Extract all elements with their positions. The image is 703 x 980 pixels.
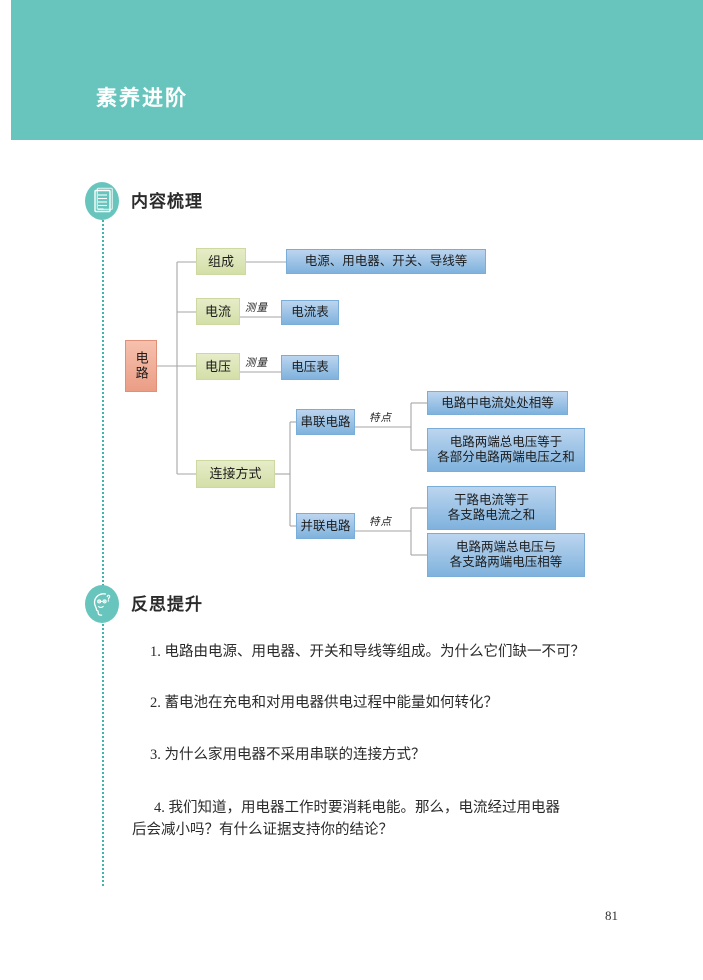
mindmap-leaf-composition: 电源、用电器、开关、导线等 bbox=[286, 249, 486, 274]
mindmap-leaf-label: 电源、用电器、开关、导线等 bbox=[304, 254, 468, 269]
thinking-head-icon bbox=[85, 585, 119, 623]
mindmap-node-parallel-circuit: 并联电路 bbox=[296, 513, 355, 539]
mindmap-leaf-label-line2: 各支路电流之和 bbox=[447, 508, 536, 522]
mindmap-leaf-label-line2: 各部分电路两端电压之和 bbox=[437, 450, 575, 464]
question-text: 蓄电池在充电和对用电器供电过程中能量如何转化？ bbox=[164, 695, 499, 711]
mindmap-leaf-series-feature-2: 电路两端总电压等于 各部分电路两端电压之和 bbox=[427, 428, 585, 472]
question-text: 为什么家用电器不采用串联的连接方式？ bbox=[164, 747, 426, 763]
mindmap-leaf-label-line2: 各支路两端电压相等 bbox=[449, 555, 563, 569]
mindmap-branch-connection: 连接方式 bbox=[196, 460, 275, 488]
reflection-question-2: 2. 蓄电池在充电和对用电器供电过程中能量如何转化？ bbox=[150, 692, 650, 714]
mindmap-leaf-parallel-feature-2: 电路两端总电压与 各支路两端电压相等 bbox=[427, 533, 585, 577]
question-text: 电路由电源、用电器、开关和导线等组成。为什么它们缺一不可？ bbox=[164, 644, 586, 660]
question-text-line2: 后会减小吗？有什么证据支持你的结论？ bbox=[132, 822, 393, 839]
mindmap-root-node: 电路 bbox=[125, 340, 157, 392]
mindmap-branch-current: 电流 bbox=[196, 298, 240, 325]
question-number: 1. bbox=[150, 644, 161, 660]
mindmap-leaf-label-line1: 干路电流等于 bbox=[453, 493, 529, 508]
edge-label-measure-voltage: 测量 bbox=[245, 358, 268, 369]
mindmap-branch-label: 组成 bbox=[207, 253, 234, 269]
reflection-question-4: 4. 我们知道，用电器工作时要消耗电能。那么，电流经过用电器 后会减小吗？有什么… bbox=[132, 797, 652, 842]
mindmap-leaf-label: 电路中电流处处相等 bbox=[441, 395, 554, 410]
edge-label-feature-series: 特点 bbox=[369, 413, 392, 424]
mindmap-root-label: 电路 bbox=[133, 351, 149, 381]
page-title: 素养进阶 bbox=[96, 86, 188, 110]
section-spine-dotted-line bbox=[102, 196, 104, 886]
reflection-question-1: 1. 电路由电源、用电器、开关和导线等组成。为什么它们缺一不可？ bbox=[150, 641, 650, 663]
mindmap-leaf-series-feature-1: 电路中电流处处相等 bbox=[427, 391, 568, 415]
mindmap-node-label: 串联电路 bbox=[300, 414, 351, 429]
mindmap-branch-label: 电流 bbox=[204, 303, 231, 319]
edge-label-measure-current: 测量 bbox=[245, 303, 268, 314]
mindmap-leaf-ammeter: 电流表 bbox=[281, 300, 339, 325]
question-number: 2. bbox=[150, 695, 161, 711]
mindmap-node-series-circuit: 串联电路 bbox=[296, 409, 355, 435]
reflection-question-3: 3. 为什么家用电器不采用串联的连接方式？ bbox=[150, 744, 650, 766]
edge-label-feature-parallel: 特点 bbox=[369, 517, 392, 528]
page-header-bar bbox=[11, 0, 703, 140]
question-number: 4. bbox=[154, 800, 165, 816]
mindmap-leaf-label: 电压表 bbox=[291, 360, 329, 375]
question-text-line1: 我们知道，用电器工作时要消耗电能。那么，电流经过用电器 bbox=[168, 800, 561, 816]
mindmap-branch-composition: 组成 bbox=[196, 248, 246, 275]
document-list-icon bbox=[85, 182, 119, 220]
mindmap-node-label: 并联电路 bbox=[300, 518, 351, 533]
mindmap-leaf-label: 电流表 bbox=[291, 305, 329, 320]
section-label-reflection: 反思提升 bbox=[131, 595, 203, 614]
mindmap-branch-voltage: 电压 bbox=[196, 353, 240, 380]
section-label-content-outline: 内容梳理 bbox=[131, 192, 203, 211]
page-number: 81 bbox=[605, 908, 618, 923]
mindmap-leaf-label-line1: 电路两端总电压等于 bbox=[449, 435, 563, 450]
mindmap-leaf-voltmeter: 电压表 bbox=[281, 355, 339, 380]
question-number: 3. bbox=[150, 747, 161, 763]
mindmap-branch-label: 连接方式 bbox=[209, 466, 262, 482]
mindmap-leaf-parallel-feature-1: 干路电流等于 各支路电流之和 bbox=[427, 486, 556, 530]
mindmap-leaf-label-line1: 电路两端总电压与 bbox=[455, 540, 556, 555]
mindmap-branch-label: 电压 bbox=[204, 358, 231, 374]
